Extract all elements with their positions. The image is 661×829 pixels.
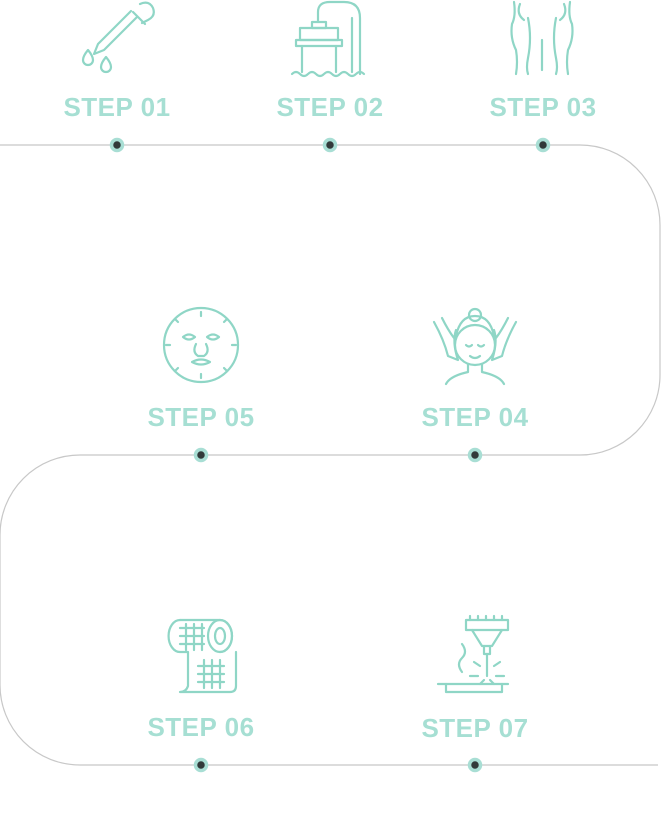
step-06-label: STEP 06 bbox=[147, 712, 255, 742]
step-07-marker bbox=[467, 757, 483, 773]
step-01-label: STEP 01 bbox=[63, 92, 171, 122]
face-mask-icon bbox=[162, 306, 240, 384]
step-05-label: STEP 05 bbox=[147, 402, 255, 432]
step-04-marker bbox=[467, 447, 483, 463]
legs-icon bbox=[510, 0, 574, 76]
step-03-label: STEP 03 bbox=[489, 92, 597, 122]
step-04-label: STEP 04 bbox=[421, 402, 529, 432]
step-06-marker bbox=[193, 757, 209, 773]
dropper-icon bbox=[81, 1, 155, 74]
laser-icon bbox=[436, 614, 510, 694]
step-03-marker bbox=[535, 137, 551, 153]
mesh-roll-icon bbox=[167, 618, 238, 694]
step-02-marker bbox=[322, 137, 338, 153]
step-05-marker bbox=[193, 447, 209, 463]
step-07-label: STEP 07 bbox=[421, 713, 529, 743]
step-02-label: STEP 02 bbox=[276, 92, 384, 122]
step-01-marker bbox=[109, 137, 125, 153]
shower-icon bbox=[290, 0, 366, 78]
timeline-path bbox=[0, 144, 661, 766]
face-massage-icon bbox=[432, 307, 518, 386]
